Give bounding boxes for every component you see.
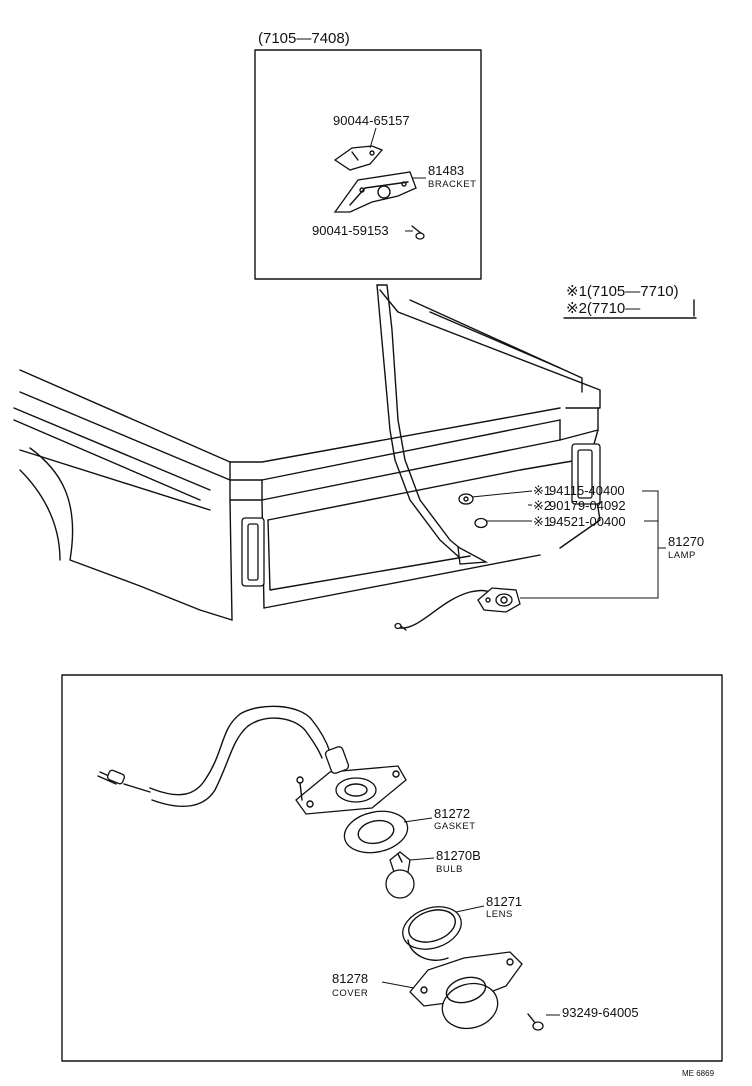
assembly-bracket-line xyxy=(520,490,659,599)
lens-icon xyxy=(402,906,462,961)
part-name-bulb: BULB xyxy=(436,864,463,875)
inset-range-label: (7105—7408) xyxy=(258,30,350,47)
part-name-gasket: GASKET xyxy=(434,821,476,832)
truck-bed-drawing xyxy=(13,289,601,621)
part-number-90044-65157: 90044-65157 xyxy=(333,113,410,128)
legend-line-1: ※1(7105—7710) xyxy=(566,283,679,300)
cover-icon xyxy=(409,951,523,1030)
leader-81272 xyxy=(403,817,433,823)
part-number-94521-00400: 94521-00400 xyxy=(549,514,626,529)
part-number-81278: 81278 xyxy=(332,971,368,986)
part-number-94115-40400: 94115-40400 xyxy=(549,483,625,498)
part-number-81272: 81272 xyxy=(434,806,470,821)
exploded-view-frame xyxy=(61,674,723,1062)
assembly-number-81270: 81270 xyxy=(668,534,704,549)
screw-icon xyxy=(527,1013,544,1031)
part-number-93249-64005: 93249-64005 xyxy=(562,1005,639,1020)
leader-81278 xyxy=(381,981,415,989)
part-number-81271: 81271 xyxy=(486,894,522,909)
part-name-cover: COVER xyxy=(332,988,368,999)
mark-94521: ※1 xyxy=(533,514,551,529)
part-number-81270b: 81270B xyxy=(436,848,481,863)
part-number-81483: 81483 xyxy=(428,163,464,178)
bracket-icon xyxy=(333,171,417,213)
inset-frame xyxy=(254,49,482,280)
wire-harness-icon xyxy=(97,705,331,807)
gasket-icon xyxy=(343,810,409,854)
mark-94115: ※1 xyxy=(533,483,551,498)
part-name-bracket: BRACKET xyxy=(428,179,476,190)
nut-icon xyxy=(458,493,474,505)
washer-icon xyxy=(474,517,488,529)
mark-90179: ※2 xyxy=(533,498,551,513)
part-number-90041-59153: 90041-59153 xyxy=(312,223,389,238)
lamp-base-icon xyxy=(295,746,407,815)
bolt-icon xyxy=(411,225,425,240)
bulb-icon xyxy=(385,851,415,899)
part-number-90179-04092: 90179-04092 xyxy=(549,498,626,513)
leader-81271 xyxy=(455,905,485,913)
leader-94115 xyxy=(471,490,533,498)
legend-line-2: ※2(7710— xyxy=(566,300,640,317)
clip-part-icon xyxy=(333,145,384,171)
figure-code: ME 6869 xyxy=(682,1069,715,1078)
lamp-assembly-icon xyxy=(394,587,521,631)
assembly-name-lamp: LAMP xyxy=(668,550,696,561)
leader-90044 xyxy=(369,127,377,149)
part-name-lens: LENS xyxy=(486,909,513,920)
pointer-arrow xyxy=(376,284,489,565)
leader-81270b xyxy=(409,857,435,861)
